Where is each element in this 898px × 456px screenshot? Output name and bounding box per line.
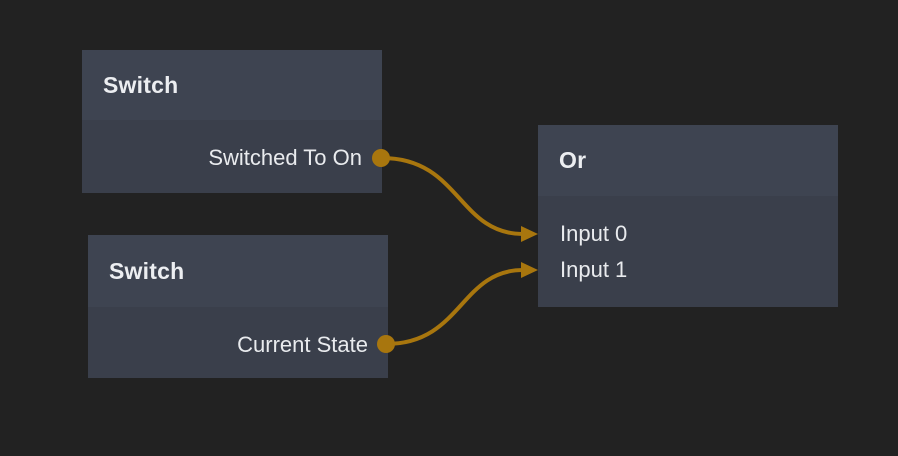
input-port-input-0[interactable]: Input 0 xyxy=(538,216,838,252)
node-or-header[interactable]: Or xyxy=(538,125,838,196)
input-port-arrow-input-1[interactable] xyxy=(521,262,538,278)
node-or[interactable]: Or Input 0 Input 1 xyxy=(538,125,838,307)
node-switch-2-header[interactable]: Switch xyxy=(88,235,388,307)
node-title: Switch xyxy=(109,257,185,284)
node-switch-1[interactable]: Switch Switched To On xyxy=(82,50,382,193)
node-switch-1-header[interactable]: Switch xyxy=(82,50,382,120)
connection-wire-current-state-input-1[interactable] xyxy=(384,268,525,346)
connection-wire-switched-to-on-input-0[interactable] xyxy=(380,156,525,236)
input-port-label: Input 0 xyxy=(560,221,628,246)
output-port-current-state[interactable]: Current State xyxy=(88,327,388,363)
node-title: Switch xyxy=(103,71,179,98)
output-port-switched-to-on[interactable]: Switched To On xyxy=(82,140,382,176)
output-port-label: Switched To On xyxy=(208,145,362,170)
node-or-body: Input 0 Input 1 xyxy=(538,196,838,307)
input-port-input-1[interactable]: Input 1 xyxy=(538,252,838,288)
input-port-arrow-input-0[interactable] xyxy=(521,226,538,242)
node-switch-2[interactable]: Switch Current State xyxy=(88,235,388,378)
node-switch-1-body: Switched To On xyxy=(82,120,382,193)
node-switch-2-body: Current State xyxy=(88,307,388,378)
node-title: Or xyxy=(559,147,587,173)
output-port-label: Current State xyxy=(237,332,368,357)
input-port-label: Input 1 xyxy=(560,257,628,282)
